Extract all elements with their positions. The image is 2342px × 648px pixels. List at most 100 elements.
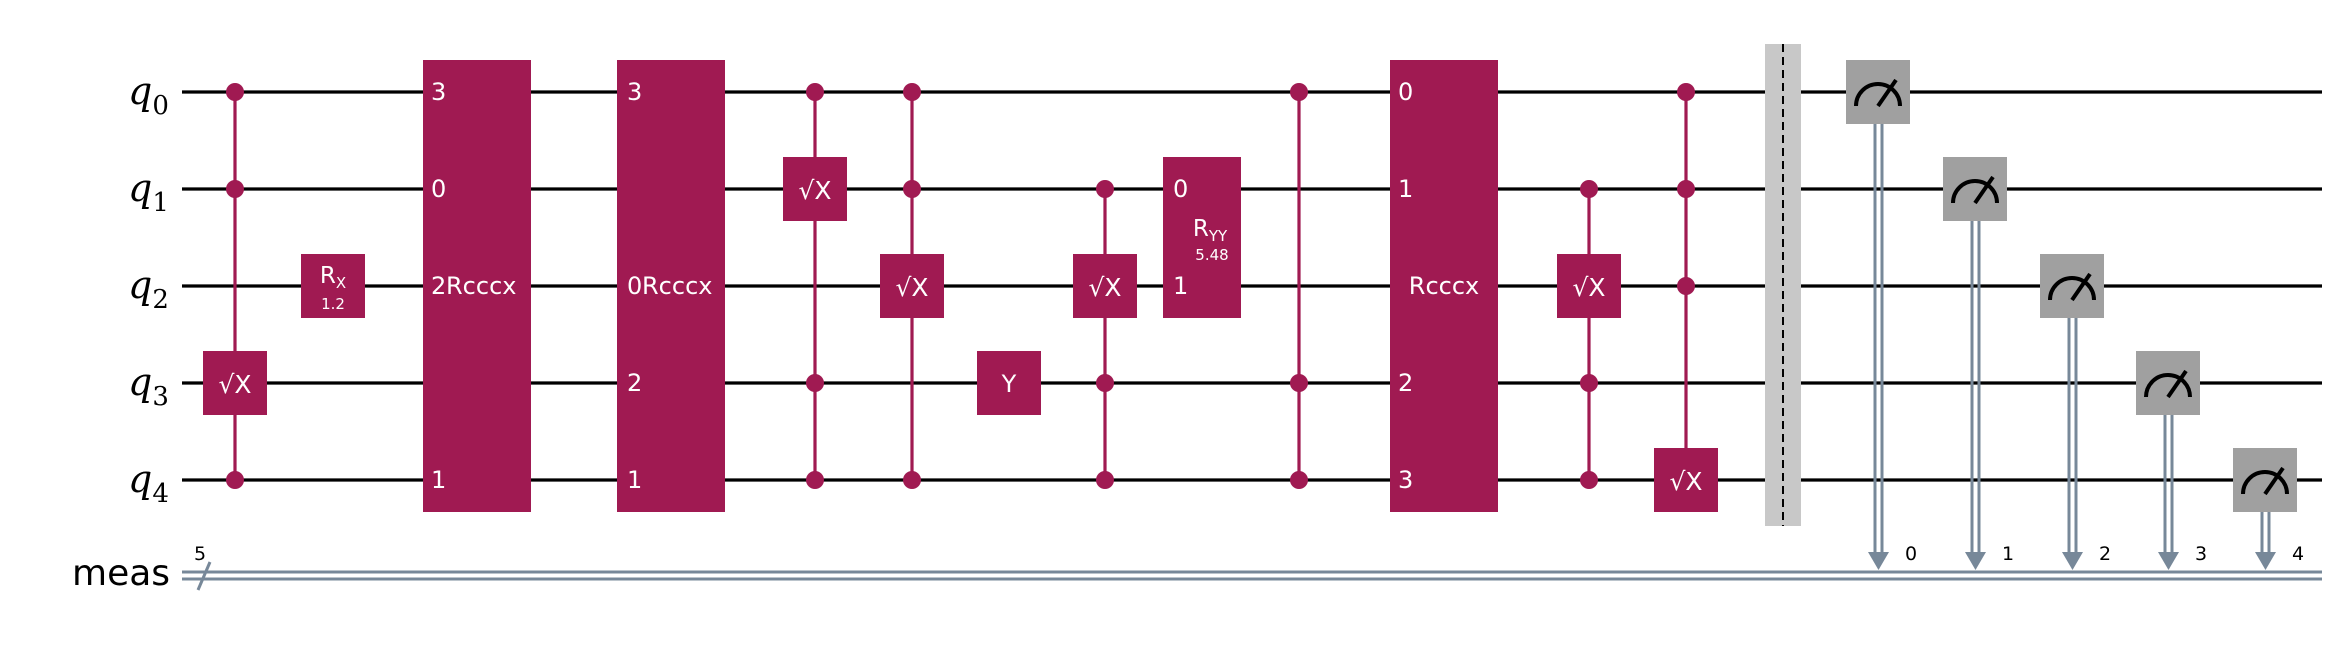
qubit-label-q1: q1 xyxy=(128,166,169,218)
rcccx-gate-box xyxy=(1390,60,1498,512)
register-labels: q0 q1 q2 q3 q4 meas xyxy=(72,69,170,594)
y-gate-box xyxy=(977,351,1041,415)
measure-box xyxy=(2233,448,2297,512)
svg-text:3: 3 xyxy=(1398,466,1413,494)
measure-bit-label: 3 xyxy=(2195,543,2207,565)
control-dot xyxy=(1677,277,1695,295)
svg-text:0: 0 xyxy=(1398,78,1413,106)
rx-gate-box xyxy=(301,254,365,318)
measure-arrow xyxy=(1965,552,1986,570)
svg-text:1: 1 xyxy=(1173,272,1188,300)
svg-text:0: 0 xyxy=(627,272,642,300)
control-dot xyxy=(1290,83,1308,101)
control-dot xyxy=(1096,471,1114,489)
ryy-gate-box xyxy=(1163,157,1241,318)
svg-text:RYY: RYY xyxy=(1193,216,1228,245)
svg-text:√X: √X xyxy=(218,370,251,399)
qubit-label-q3: q3 xyxy=(128,360,169,412)
measure-bit-label: 2 xyxy=(2099,543,2111,565)
cccsx-gate-5: √X xyxy=(1557,180,1621,489)
measure-box xyxy=(1943,157,2007,221)
svg-text:2: 2 xyxy=(627,369,642,397)
measure-box xyxy=(1846,60,1910,124)
bus-slash xyxy=(196,561,212,591)
svg-text:0: 0 xyxy=(431,175,446,203)
sx-gate-box xyxy=(1654,448,1718,512)
sx-gate-box xyxy=(203,351,267,415)
svg-text:RX: RX xyxy=(320,263,346,292)
sx-gate-box xyxy=(880,254,944,318)
cccsx-gate-4: √X xyxy=(1073,180,1137,489)
control-dot xyxy=(1096,180,1114,198)
measure-q3: 3 xyxy=(2136,351,2207,570)
cccsx-gate-2: √X xyxy=(783,83,847,489)
measure-arrow xyxy=(2062,552,2083,570)
sx-gate-box xyxy=(1073,254,1137,318)
svg-text:1: 1 xyxy=(627,466,642,494)
control-dot xyxy=(1290,374,1308,392)
cccsx-gate-1: √X xyxy=(203,83,267,489)
svg-text:Rcccx: Rcccx xyxy=(446,272,516,300)
svg-text:Rcccx: Rcccx xyxy=(1409,272,1479,300)
measure-q1: 1 xyxy=(1943,157,2014,570)
qubit-label-q2: q2 xyxy=(128,263,169,315)
rcccx-gate-2: 3 0 Rcccx 2 1 xyxy=(617,60,725,512)
svg-text:1.2: 1.2 xyxy=(321,295,345,313)
y-gate: Y xyxy=(977,351,1041,415)
control-dot xyxy=(806,83,824,101)
control-dot xyxy=(806,471,824,489)
measure-bit-label: 4 xyxy=(2292,543,2304,565)
measure-arrow xyxy=(2255,552,2276,570)
ryy-gate: 0 1 RYY 5.48 xyxy=(1163,157,1241,318)
svg-text:Rcccx: Rcccx xyxy=(642,272,712,300)
control-dot xyxy=(1580,471,1598,489)
svg-text:1: 1 xyxy=(1398,175,1413,203)
measure-box xyxy=(2136,351,2200,415)
svg-text:0: 0 xyxy=(1173,175,1188,203)
measure-bit-label: 0 xyxy=(1905,543,1917,565)
control-dot xyxy=(1677,83,1695,101)
svg-text:√X: √X xyxy=(1088,273,1121,302)
rcccx-gate-3: 0 1 Rcccx 2 3 xyxy=(1390,60,1498,512)
rcccx-gate-1: 3 0 2 Rcccx 1 xyxy=(423,60,531,512)
svg-text:√X: √X xyxy=(1669,467,1702,496)
control-dot xyxy=(1580,374,1598,392)
svg-text:2: 2 xyxy=(1398,369,1413,397)
cccsx-gate-6: √X xyxy=(1654,83,1718,512)
svg-text:√X: √X xyxy=(1572,273,1605,302)
control-dot xyxy=(226,471,244,489)
control-dot xyxy=(1096,374,1114,392)
measure-q2: 2 xyxy=(2040,254,2111,570)
control-dot xyxy=(226,83,244,101)
classical-register-size: 5 xyxy=(194,543,206,565)
measure-bit-label: 1 xyxy=(2002,543,2014,565)
classical-wire: 5 xyxy=(182,543,2322,591)
classical-register-label: meas xyxy=(72,553,170,594)
svg-text:2: 2 xyxy=(431,272,446,300)
measure-q0: 0 xyxy=(1846,60,1917,570)
qubit-label-q0: q0 xyxy=(128,69,169,121)
qubit-label-q4: q4 xyxy=(128,457,169,509)
control-dot xyxy=(903,471,921,489)
measure-q4: 4 xyxy=(2233,448,2304,570)
control-dot xyxy=(1290,471,1308,489)
svg-text:1: 1 xyxy=(431,466,446,494)
barrier xyxy=(1765,44,1801,526)
svg-text:√X: √X xyxy=(798,176,831,205)
control-dot xyxy=(806,374,824,392)
cccsx-gate-3: √X xyxy=(880,83,944,489)
svg-text:5.48: 5.48 xyxy=(1195,246,1228,264)
rcccx-gate-box xyxy=(617,60,725,512)
svg-text:3: 3 xyxy=(431,78,446,106)
svg-text:√X: √X xyxy=(895,273,928,302)
control-dot xyxy=(903,180,921,198)
control-dot xyxy=(1580,180,1598,198)
measure-arrow xyxy=(2158,552,2179,570)
sx-gate-box xyxy=(783,157,847,221)
multi-controlled-z-gate xyxy=(1290,83,1308,489)
svg-text:Y: Y xyxy=(1001,370,1017,398)
control-dot xyxy=(903,83,921,101)
sx-gate-box xyxy=(1557,254,1621,318)
control-dot xyxy=(226,180,244,198)
